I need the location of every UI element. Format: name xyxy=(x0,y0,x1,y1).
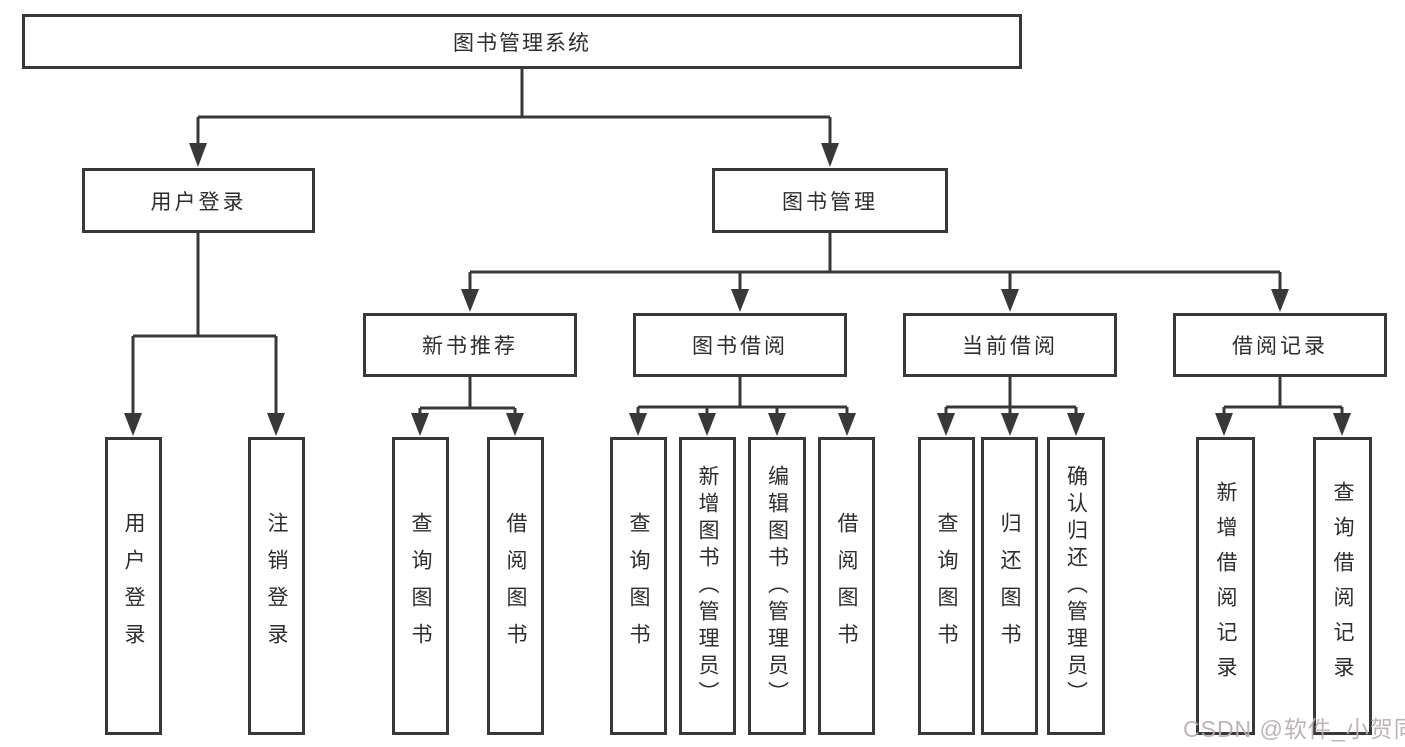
node-new-book-recommend-label: 新书推荐 xyxy=(422,335,518,358)
leaf-borrow-add-admin-label: 新增图书（管理员） xyxy=(696,464,719,708)
leaf-current-confirm-admin-label: 确认归还（管理员） xyxy=(1064,464,1088,708)
node-book-management-label: 图书管理 xyxy=(782,190,878,214)
leaf-borrow-edit-admin-label: 编辑图书（管理员） xyxy=(765,464,789,708)
node-book-management-branch: 图书管理 xyxy=(712,168,948,233)
arrowheads xyxy=(124,143,1351,436)
node-borrow-records-label: 借阅记录 xyxy=(1232,335,1328,358)
leaf-borrow-book-label: 借阅图书 xyxy=(835,512,858,660)
leaf-newbook-query: 查询图书 xyxy=(392,437,449,735)
node-user-login-label: 用户登录 xyxy=(150,190,247,214)
leaf-newbook-query-label: 查询图书 xyxy=(409,512,432,660)
node-current-borrow: 当前借阅 xyxy=(903,313,1117,377)
leaf-borrow-add-admin: 新增图书（管理员） xyxy=(679,437,736,735)
leaf-current-query-label: 查询图书 xyxy=(935,512,958,660)
node-book-borrow: 图书借阅 xyxy=(633,313,847,377)
leaf-borrow-edit-admin: 编辑图书（管理员） xyxy=(748,437,806,735)
leaf-current-return-label: 归还图书 xyxy=(998,512,1021,660)
leaf-record-query-label: 查询借阅记录 xyxy=(1331,481,1354,691)
leaf-newbook-borrow-label: 借阅图书 xyxy=(504,512,527,660)
leaf-record-add-label: 新增借阅记录 xyxy=(1214,481,1237,691)
leaf-current-confirm-admin: 确认归还（管理员） xyxy=(1047,437,1105,735)
leaf-borrow-query: 查询图书 xyxy=(610,437,667,735)
node-borrow-records: 借阅记录 xyxy=(1173,313,1387,377)
leaf-newbook-borrow: 借阅图书 xyxy=(487,437,544,735)
leaf-borrow-query-label: 查询图书 xyxy=(627,512,650,660)
node-book-borrow-label: 图书借阅 xyxy=(692,335,788,358)
csdn-watermark: CSDN @软件_小贺同学 xyxy=(1183,716,1405,742)
leaf-user-login: 用户登录 xyxy=(105,437,162,735)
node-root-label: 图书管理系统 xyxy=(453,31,591,55)
node-new-book-recommend: 新书推荐 xyxy=(363,313,577,377)
leaf-record-add: 新增借阅记录 xyxy=(1196,437,1255,735)
leaf-logout-label: 注销登录 xyxy=(265,512,288,660)
node-current-borrow-label: 当前借阅 xyxy=(962,335,1058,358)
leaf-record-query: 查询借阅记录 xyxy=(1313,437,1372,735)
leaf-logout: 注销登录 xyxy=(248,437,305,735)
node-root-system: 图书管理系统 xyxy=(22,14,1022,69)
leaf-borrow-book: 借阅图书 xyxy=(818,437,875,735)
leaf-current-return: 归还图书 xyxy=(981,437,1038,735)
leaf-user-login-label: 用户登录 xyxy=(122,512,145,660)
leaf-current-query: 查询图书 xyxy=(918,437,975,735)
node-user-login-branch: 用户登录 xyxy=(82,168,315,233)
